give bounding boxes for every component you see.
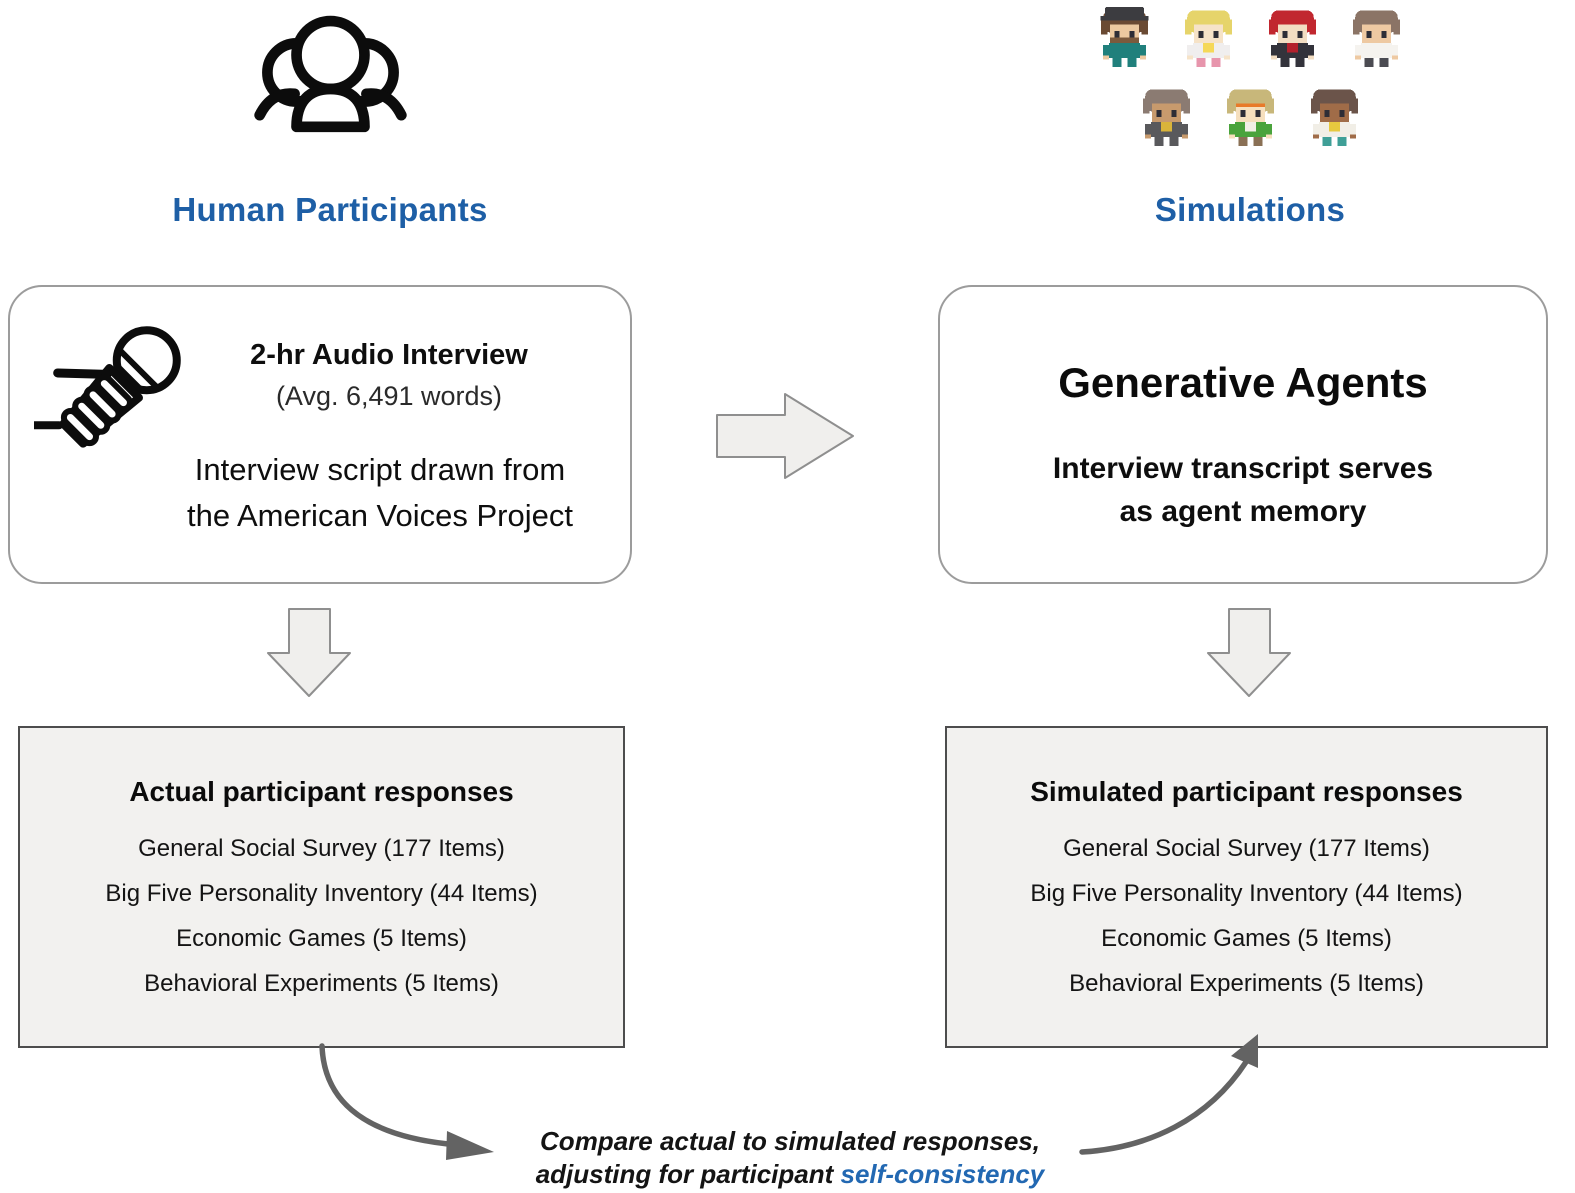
list-item: Economic Games (5 Items) (1101, 925, 1392, 952)
avatar-row-1 (1093, 2, 1408, 73)
list-item: Big Five Personality Inventory (44 Items… (105, 880, 538, 907)
simulated-responses-panel: Simulated participant responses General … (945, 726, 1548, 1048)
interview-card-subtitle: (Avg. 6,491 words) (275, 381, 503, 411)
actual-responses-list: General Social Survey (177 Items) Big Fi… (20, 835, 623, 998)
self-consistency-highlight: self-consistency (840, 1159, 1045, 1189)
avatar-gray-suit-man (1142, 89, 1190, 147)
compare-note-line1: Compare actual to simulated responses, (540, 1126, 1040, 1156)
down-arrow-left (267, 608, 351, 697)
audio-interview-card: 2-hr Audio Interview (Avg. 6,491 words) … (8, 285, 632, 584)
simulations-heading: Simulations (1154, 191, 1346, 228)
generative-agents-card: Generative Agents Interview transcript s… (938, 285, 1548, 584)
pixel-avatar-sprites (1050, 2, 1450, 152)
interview-body-line2: the American Voices Project (187, 498, 573, 533)
actual-responses-panel: Actual participant responses General Soc… (18, 726, 625, 1048)
avatar-bowl-cut-person (1310, 89, 1358, 147)
curved-arrow-left (319, 1043, 494, 1160)
right-block-arrow (716, 393, 854, 479)
agents-card-title: Generative Agents (1058, 359, 1428, 406)
interview-card-body: Interview script drawn from the American… (130, 447, 630, 539)
avatar-red-haired-woman (1268, 10, 1316, 68)
list-item: Behavioral Experiments (5 Items) (1069, 970, 1424, 997)
avatar-row-2 (1135, 81, 1366, 152)
agents-card-body: Interview transcript serves as agent mem… (940, 447, 1546, 533)
list-item: General Social Survey (177 Items) (138, 835, 505, 862)
list-item: General Social Survey (177 Items) (1063, 835, 1430, 862)
list-item: Behavioral Experiments (5 Items) (144, 970, 499, 997)
avatar-brown-haired-man (1352, 10, 1400, 68)
curved-arrow-right (1079, 1034, 1258, 1155)
avatar-blonde-woman (1184, 10, 1232, 68)
compare-note: Compare actual to simulated responses, a… (398, 1125, 1182, 1191)
agents-body-line1: Interview transcript serves (1052, 452, 1434, 485)
compare-note-line2: adjusting for participant self-consisten… (398, 1158, 1182, 1191)
actual-responses-title: Actual participant responses (129, 776, 514, 807)
agents-body-line2: as agent memory (1119, 495, 1367, 528)
interview-body-line1: Interview script drawn from (194, 452, 566, 487)
microphone-hand-icon (34, 326, 181, 448)
interview-card-title: 2-hr Audio Interview (250, 339, 528, 371)
avatar-green-jacket-person (1226, 89, 1274, 147)
list-item: Economic Games (5 Items) (176, 925, 467, 952)
human-participants-heading: Human Participants (172, 191, 488, 228)
simulated-responses-list: General Social Survey (177 Items) Big Fi… (947, 835, 1546, 998)
down-arrow-right (1207, 608, 1291, 697)
people-group-icon (254, 15, 407, 133)
compare-note-line2-prefix: adjusting for participant (535, 1159, 841, 1189)
avatar-man-with-hat (1099, 6, 1149, 68)
list-item: Big Five Personality Inventory (44 Items… (1030, 880, 1463, 907)
simulated-responses-title: Simulated participant responses (1030, 776, 1463, 807)
